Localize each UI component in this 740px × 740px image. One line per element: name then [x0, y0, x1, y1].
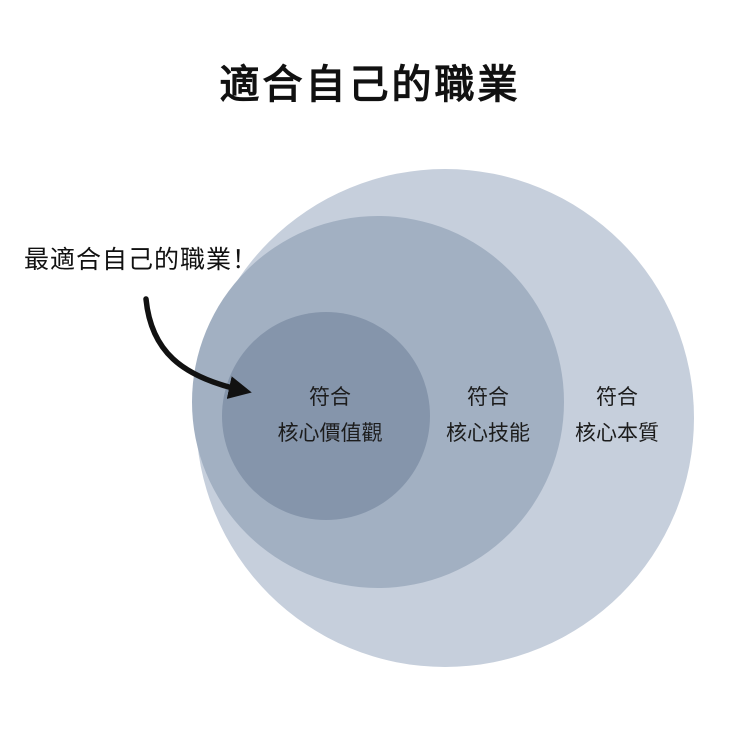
- annotation-label: 最適合自己的職業！: [24, 246, 259, 274]
- label-core-essence-line1: 符合: [596, 386, 638, 409]
- label-core-values-line1: 符合: [309, 386, 351, 409]
- annotation-arrow: [143, 296, 252, 399]
- label-core-skills-line2: 核心技能: [446, 422, 530, 445]
- label-core-essence-line2: 核心本質: [575, 422, 659, 445]
- label-core-skills-line1: 符合: [467, 386, 509, 409]
- circle-core-values: [222, 312, 430, 520]
- label-core-values-line2: 核心價值觀: [278, 422, 383, 445]
- page-title: 適合自己的職業: [219, 63, 521, 107]
